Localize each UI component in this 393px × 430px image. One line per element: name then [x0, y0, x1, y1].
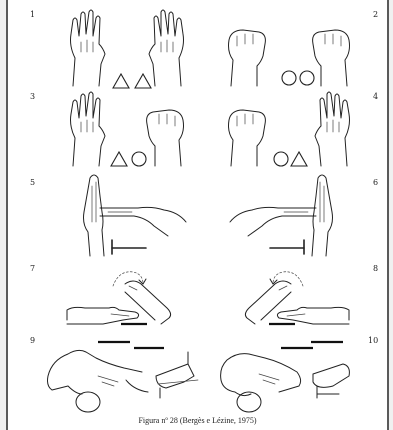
closed-fist-left-icon: [229, 30, 266, 86]
panel-number-6: 6: [373, 178, 378, 187]
panel-6-illustration: [218, 172, 348, 258]
panel-number-1: 1: [30, 10, 35, 19]
figure-caption: Figura nº 28 (Bergès e Lézine, 1975): [8, 416, 387, 425]
panel-number-5: 5: [30, 178, 35, 187]
panel-number-4: 4: [373, 92, 378, 101]
hand-detail-icon: [313, 364, 349, 398]
hand-detail-icon: [156, 352, 198, 398]
open-hand-icon: [71, 92, 106, 166]
horizontal-hand-icon: [230, 207, 316, 236]
panel-4-illustration: [223, 92, 358, 168]
panel-3-illustration: [63, 92, 193, 168]
raised-forearm-icon: [245, 281, 291, 324]
raised-forearm-icon: [125, 281, 171, 324]
closed-fist-icon: [229, 110, 266, 166]
open-hand-left-icon: [71, 10, 106, 86]
panel-number-2: 2: [373, 10, 378, 19]
flat-hand-icon: [277, 307, 349, 324]
circle-icon: [274, 152, 288, 166]
panel-5-illustration: [68, 172, 198, 258]
t-mark-icon: [112, 240, 146, 254]
document-page: 1 2 3 4 5 6 7 8 9 10: [6, 0, 389, 430]
open-hand-icon: [315, 92, 350, 166]
triangle-icon: [113, 74, 129, 88]
circle-icon: [282, 71, 296, 85]
horizontal-hand-icon: [100, 207, 186, 236]
closed-fist-icon: [147, 110, 184, 166]
circle-icon: [300, 71, 314, 85]
triangle-icon: [111, 152, 127, 166]
panel-9-illustration: [38, 336, 203, 414]
flat-hand-icon: [67, 307, 139, 324]
person-top-view-icon: [48, 350, 149, 412]
panel-number-10: 10: [368, 336, 378, 345]
panel-1-illustration: [63, 8, 193, 88]
closed-fist-right-icon: [313, 30, 350, 86]
person-top-view-icon: [221, 354, 301, 412]
panel-number-3: 3: [30, 92, 35, 101]
triangle-icon: [291, 152, 307, 166]
triangle-icon: [135, 74, 151, 88]
panel-2-illustration: [223, 22, 358, 88]
panel-7-illustration: [63, 262, 203, 332]
open-hand-right-icon: [149, 10, 184, 86]
panel-number-7: 7: [30, 264, 35, 273]
panel-8-illustration: [213, 262, 353, 332]
panel-10-illustration: [213, 336, 368, 414]
circle-icon: [132, 152, 146, 166]
t-mark-icon: [270, 240, 304, 254]
panel-number-8: 8: [373, 264, 378, 273]
panel-number-9: 9: [30, 336, 35, 345]
